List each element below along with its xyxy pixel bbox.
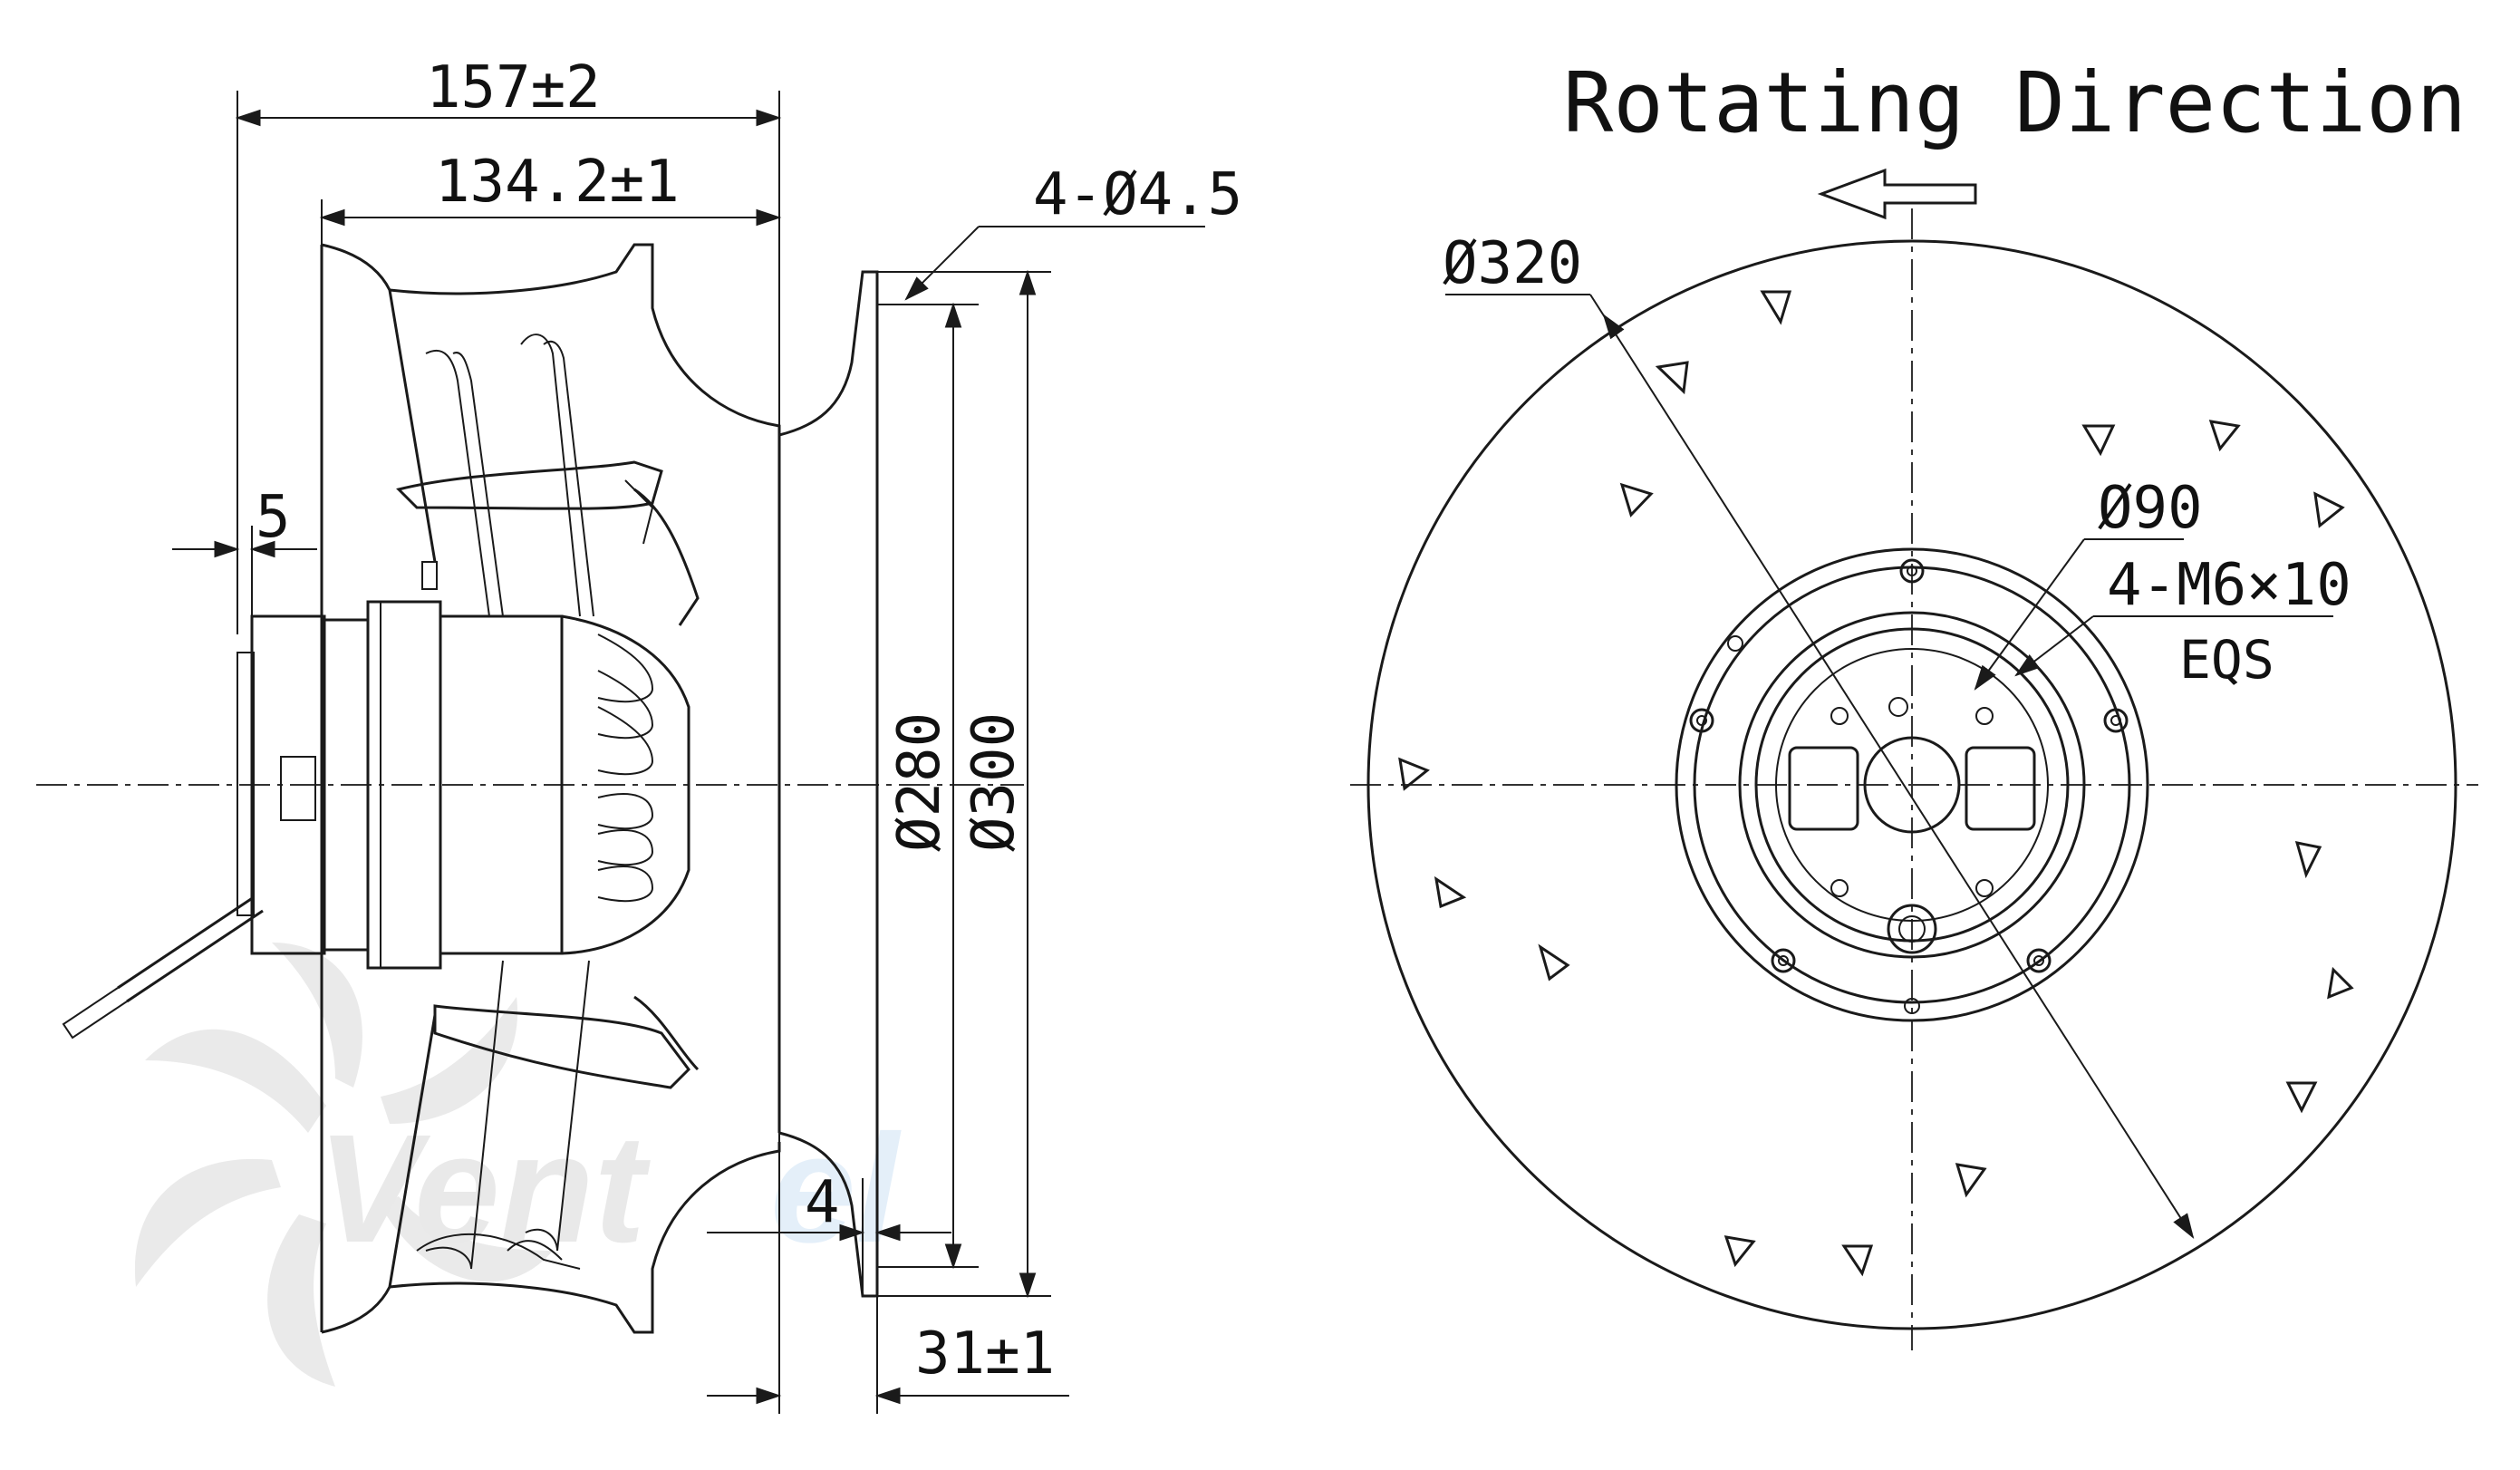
dim-offset: 5 <box>172 484 317 634</box>
rotating-direction-title: Rotating Direction <box>1563 54 2467 151</box>
upper-blades <box>389 243 781 626</box>
motor-rotor <box>439 614 564 955</box>
dim-threads-label: 4-M6×10 <box>2107 552 2351 619</box>
lower-blades <box>389 960 781 1334</box>
impeller-outer-circle <box>1366 239 2457 1330</box>
dim-body-width-label: 134.2±1 <box>435 149 680 216</box>
front-view: Rotating Direction <box>1350 54 2478 1350</box>
hub-screw-4 <box>1975 879 1994 897</box>
blade-lower-outline <box>321 1014 437 1334</box>
motor-label-window <box>280 756 316 821</box>
motor-hub-outer <box>1738 611 2086 959</box>
dim-impeller-diameter-label: Ø320 <box>1443 230 1582 297</box>
dim-overall-width: 157±2 <box>235 54 782 634</box>
dim-overall-width-label: 157±2 <box>426 54 601 121</box>
dim-inner-diameter: Ø280 <box>877 302 979 1270</box>
dim-threads-note: EQS <box>2179 629 2274 691</box>
power-cable <box>62 895 264 1040</box>
dim-mount-holes-label: 4-Ø4.5 <box>1033 161 1242 228</box>
dim-offset-label: 5 <box>256 484 291 551</box>
dim-mount-holes: 4-Ø4.5 <box>904 161 1242 301</box>
rotation-direction-arrow-icon <box>1817 168 1977 220</box>
mounting-flange-outer <box>1675 547 2149 1022</box>
watermark-brand-accent: el <box>770 1103 903 1275</box>
blade-upper-outline <box>321 243 437 563</box>
side-view: 157±2 134.2±1 4-Ø4.5 5 Ø280 <box>36 54 1242 1414</box>
hub-window-left <box>1788 746 1859 831</box>
dim-hub-diameter-label: Ø90 <box>2098 475 2203 542</box>
hub-screw-2 <box>1975 707 1994 725</box>
hub-window-right <box>1965 746 2036 831</box>
dim-flange-depth-label: 31±1 <box>915 1320 1055 1388</box>
dim-flange-depth: 31±1 <box>707 1133 1069 1414</box>
cable-gland-inner <box>1898 915 1926 943</box>
blade-tip-markers <box>1398 290 2354 1277</box>
inlet-ring <box>777 270 879 1298</box>
fan-blades-icon <box>134 943 553 1387</box>
hub-screw-3 <box>1830 879 1849 897</box>
dim-outer-diameter: Ø300 <box>877 269 1051 1299</box>
dim-hub-diameter: Ø90 <box>1974 475 2203 691</box>
dim-body-width: 134.2±1 <box>319 149 782 245</box>
ground-screw-icon <box>1888 697 1908 717</box>
motor-fins <box>561 614 690 955</box>
dim-threads: 4-M6×10 EQS <box>2014 552 2351 691</box>
watermark-logo: Vent el <box>134 943 903 1387</box>
motor-shaft-boss <box>1863 736 1961 834</box>
dim-flange-gap: 4 <box>707 1169 951 1296</box>
dim-outer-diameter-label: Ø300 <box>961 712 1028 852</box>
hub-screw-1 <box>1830 707 1849 725</box>
dim-flange-gap-label: 4 <box>805 1169 840 1236</box>
cable-gland <box>1887 904 1937 954</box>
motor-hub-plate <box>1775 648 2049 922</box>
dim-inner-diameter-label: Ø280 <box>886 712 953 852</box>
mounting-bolts <box>1689 558 2129 1014</box>
dim-impeller-diameter: Ø320 <box>1443 230 2195 1239</box>
watermark-brand-main: Vent <box>317 1103 651 1275</box>
motor-base-rim <box>237 652 255 916</box>
